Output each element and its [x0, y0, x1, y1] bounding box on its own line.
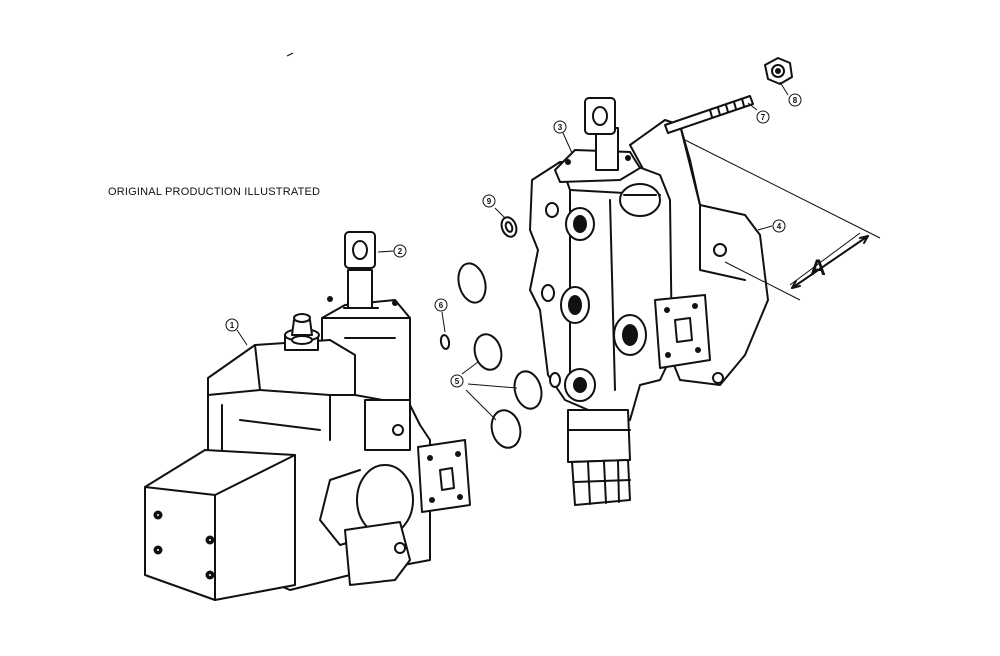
- callout-bubble-9: 9: [482, 194, 496, 208]
- o-ring-middle: [473, 333, 503, 371]
- callout-bubble-4: 4: [772, 219, 786, 233]
- callout-label-9: 9: [487, 197, 492, 206]
- o-ring-bottom: [490, 409, 522, 449]
- diagram-caption: ORIGINAL PRODUCTION ILLUSTRATED: [108, 186, 321, 198]
- callout-label-3: 3: [558, 123, 563, 132]
- callout-label-7: 7: [761, 113, 766, 122]
- o-ring-top: [457, 262, 487, 304]
- callout-bubble-3: 3: [553, 120, 567, 134]
- callout-bubble-8: 8: [788, 93, 802, 107]
- callout-bubble-1: 1: [225, 318, 239, 332]
- callout-leaders: [236, 81, 789, 421]
- callout-label-2: 2: [398, 247, 403, 256]
- seals: [439, 216, 543, 449]
- callout-label-5: 5: [455, 377, 460, 386]
- left-valve-assembly: [144, 231, 471, 601]
- callout-bubble-7: 7: [756, 110, 770, 124]
- right-valve-assembly: [529, 57, 881, 506]
- callout-label-4: 4: [777, 222, 782, 231]
- callout-label-8: 8: [793, 96, 798, 105]
- dimension-label-a: A: [810, 255, 826, 280]
- washer: [500, 216, 518, 238]
- o-ring-right: [513, 370, 543, 410]
- callout-bubble-6: 6: [434, 298, 448, 312]
- callout-label-1: 1: [230, 321, 235, 330]
- callout-bubble-5: 5: [450, 374, 464, 388]
- stray-mark: [286, 52, 294, 57]
- callout-label-6: 6: [439, 301, 444, 310]
- small-o-ring: [439, 334, 451, 350]
- callout-bubble-2: 2: [393, 244, 407, 258]
